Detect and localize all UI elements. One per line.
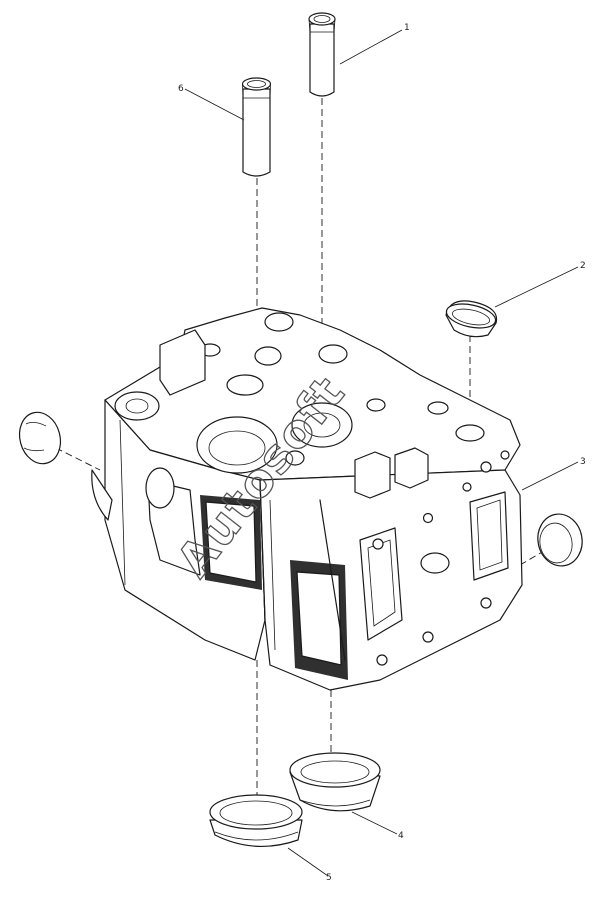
valve-guide-1	[308, 12, 336, 97]
callout-2: 2	[580, 261, 586, 271]
expansion-plug-left	[18, 411, 62, 465]
expansion-plug-right	[537, 513, 583, 567]
valve-seat-ring-4	[289, 752, 381, 812]
sealing-cup-2	[445, 300, 498, 338]
valve-seat-ring-5	[209, 794, 303, 847]
valve-guide-6	[241, 77, 272, 177]
callout-labels: 1 2 3 4 5 6	[178, 23, 586, 883]
leader-line-1	[339, 29, 403, 65]
leader-line-5	[287, 847, 329, 877]
valve-bore-center	[291, 402, 353, 448]
callout-5: 5	[326, 873, 332, 883]
leader-line-2	[494, 266, 579, 308]
leader-line-3	[521, 461, 579, 491]
valve-bore-left	[196, 416, 278, 474]
callout-1: 1	[404, 23, 410, 33]
callout-3: 3	[580, 457, 586, 467]
callout-6: 6	[178, 84, 184, 94]
leader-lines	[184, 29, 579, 877]
axis-line-left-plug	[45, 442, 101, 471]
cylinder-head-3	[91, 307, 523, 691]
callout-4: 4	[398, 831, 404, 841]
leader-line-6	[184, 88, 245, 121]
leader-line-4	[351, 811, 398, 835]
